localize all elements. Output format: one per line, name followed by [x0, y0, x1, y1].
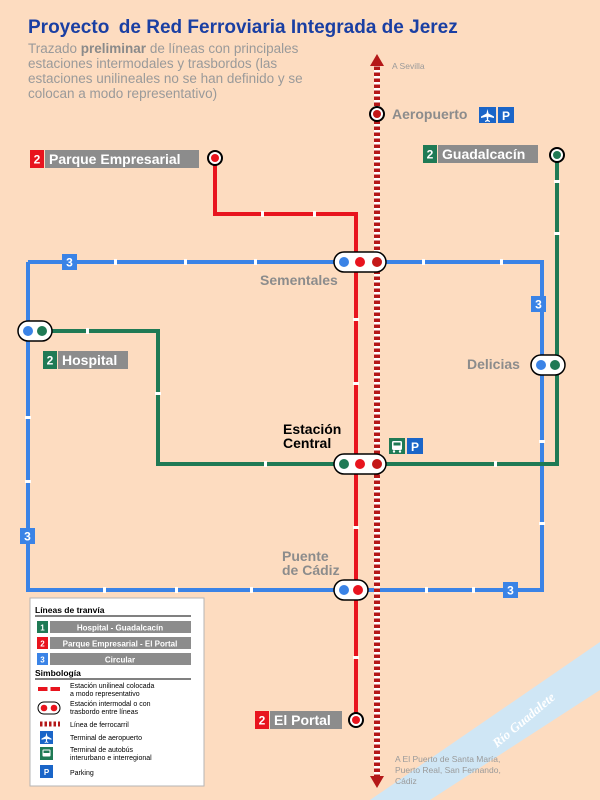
svg-text:P: P — [44, 768, 50, 777]
svg-text:Parque Empresarial: Parque Empresarial — [49, 151, 181, 167]
svg-text:Circular: Circular — [105, 656, 135, 665]
interchange-puente-de-cadiz — [333, 579, 369, 601]
interchange-delicias — [530, 354, 566, 376]
svg-text:1: 1 — [40, 624, 45, 633]
subtitle-line-4: colocan a modo representativo) — [28, 86, 217, 101]
legend-lines-header: Líneas de tranvía — [35, 605, 105, 615]
svg-text:El Portal: El Portal — [274, 712, 331, 728]
direction-north: A Sevilla — [392, 61, 425, 71]
interchange-sementales — [333, 251, 387, 273]
label-puente-2: de Cádiz — [282, 562, 340, 578]
direction-south-2: Puerto Real, San Fernando, — [395, 765, 501, 775]
svg-text:trasbordo entre líneas: trasbordo entre líneas — [70, 709, 139, 716]
tag-el-portal: 2 El Portal — [255, 711, 342, 729]
svg-text:P: P — [502, 109, 510, 123]
svg-text:Estación intermodal o con: Estación intermodal o con — [70, 701, 151, 708]
terminal-stations — [207, 106, 565, 728]
label-estacion-central-2: Central — [283, 435, 331, 451]
tag-guadalcacin: 2 Guadalcacín — [423, 145, 538, 163]
page-title: Proyecto de Red Ferroviaria Integrada de… — [28, 17, 458, 38]
svg-text:Parking: Parking — [70, 770, 94, 777]
subtitle-line-3: estaciones unilineales no se han definid… — [28, 71, 303, 86]
bus-icon — [389, 438, 405, 454]
line-3-stations — [25, 259, 545, 593]
svg-text:2: 2 — [427, 148, 434, 162]
parking-icon-central: P — [407, 438, 423, 454]
tag-parque-empresarial: 2 Parque Empresarial — [30, 150, 199, 168]
direction-south-3: Cádiz — [395, 776, 417, 786]
svg-text:2: 2 — [40, 640, 45, 649]
svg-text:2: 2 — [259, 714, 266, 728]
svg-text:2: 2 — [47, 354, 54, 368]
svg-text:Guadalcacín: Guadalcacín — [442, 146, 525, 162]
label-aeropuerto: Aeropuerto — [392, 106, 467, 122]
line-green-hospital-guadalcacin — [28, 155, 559, 466]
tag-hospital: 2 Hospital — [43, 351, 128, 369]
interchange-hospital-west — [17, 320, 53, 342]
label-puente-1: Puente — [282, 548, 329, 564]
interchange-estacion-central — [333, 453, 387, 475]
svg-text:Estación unilineal colocada: Estación unilineal colocada — [70, 683, 155, 690]
line-green-stations — [86, 180, 560, 467]
svg-text:Terminal de aeropuerto: Terminal de aeropuerto — [70, 735, 142, 742]
svg-text:Parque Empresarial - El Portal: Parque Empresarial - El Portal — [63, 640, 178, 649]
airport-icon — [479, 107, 496, 123]
svg-text:P: P — [411, 440, 419, 454]
label-estacion-central-1: Estación — [283, 421, 341, 437]
legend: Líneas de tranvía 1 Hospital - Guadalcac… — [29, 597, 205, 787]
line-3-badges: 3 3 3 3 — [20, 254, 546, 598]
subtitle-line-1: Trazado preliminar de líneas con princip… — [28, 41, 299, 56]
svg-text:interurbano e interregional: interurbano e interregional — [70, 755, 152, 762]
railway-arrow-south — [370, 776, 384, 788]
label-delicias: Delicias — [467, 356, 520, 372]
svg-text:Hospital: Hospital — [62, 352, 117, 368]
svg-text:3: 3 — [24, 530, 31, 544]
railway-arrow-north — [370, 54, 384, 66]
river-guadalete — [370, 642, 600, 800]
svg-text:Línea de ferrocarril: Línea de ferrocarril — [70, 722, 129, 729]
parking-icon: P — [498, 107, 514, 123]
svg-text:Terminal de autobús: Terminal de autobús — [70, 747, 134, 754]
subtitle-line-2: estaciones intermodales y trasbordos (la… — [28, 56, 277, 71]
svg-text:3: 3 — [40, 656, 45, 665]
svg-text:2: 2 — [34, 153, 41, 167]
label-sementales: Sementales — [260, 272, 338, 288]
svg-text:Hospital - Guadalcacín: Hospital - Guadalcacín — [77, 624, 163, 633]
svg-text:3: 3 — [66, 256, 73, 270]
svg-text:3: 3 — [535, 298, 542, 312]
svg-text:a modo representativo: a modo representativo — [70, 691, 140, 698]
line-2-stations — [261, 211, 359, 659]
direction-south-1: A El Puerto de Santa María, — [395, 754, 500, 764]
legend-symbols-header: Simbología — [35, 668, 81, 678]
svg-text:3: 3 — [507, 584, 514, 598]
